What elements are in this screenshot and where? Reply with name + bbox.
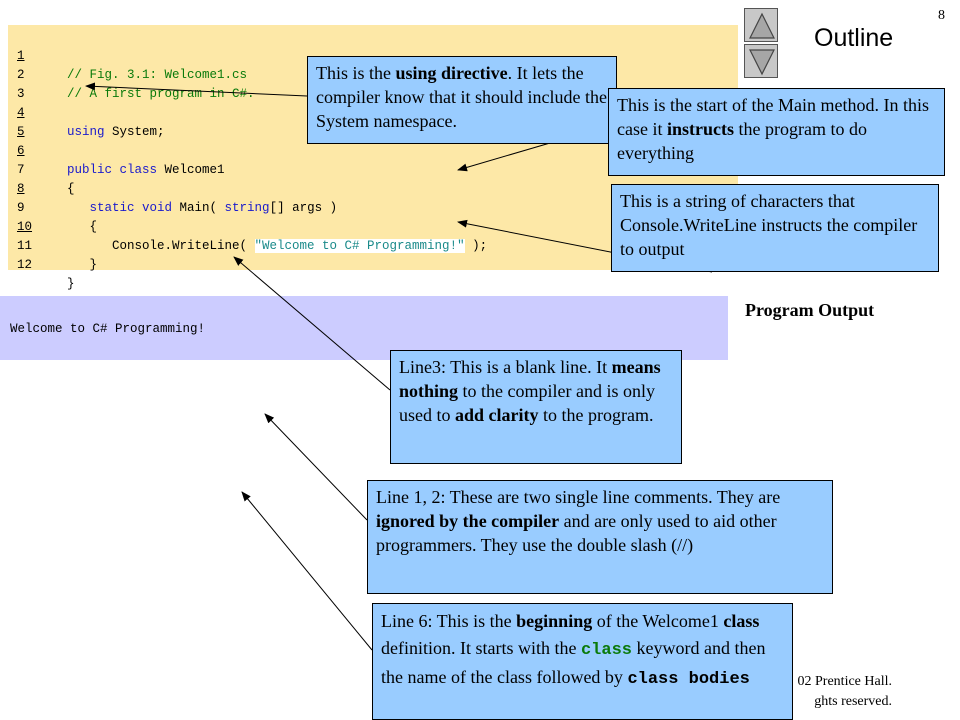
outline-title[interactable]: Outline [814,24,894,52]
callout-string: This is a string of characters that Cons… [611,184,939,272]
line-number: 12 [17,258,33,272]
triangle-up-icon [749,12,775,39]
callout-text: and are only used to aid other programme… [376,511,777,555]
code-line: 12 } [8,237,75,291]
line-number: 7 [17,163,25,177]
line-number[interactable]: 5 [17,125,25,139]
previous-slide-button[interactable] [744,8,778,42]
code-line: 3 [8,66,38,101]
line-number[interactable]: 4 [17,106,25,120]
line-number[interactable]: 8 [17,182,25,196]
callout-text: to the compiler and is only used to [399,381,655,425]
callout-text: Line3: This is a blank line. It [399,357,612,377]
program-output-label: Program Output [745,300,875,320]
code-keyword: public class [67,163,158,177]
code-line: 2 // A first program in C#. [8,47,255,101]
line-number: 3 [17,87,25,101]
callout-text: This is a string of characters that Cons… [620,191,918,259]
callout-line-3: Line3: This is a blank line. It means no… [390,350,682,464]
copyright-line-2: ghts reserved. [814,694,892,709]
program-output-text: Welcome to C# Programming! [10,322,206,336]
code-text: { [67,182,75,196]
line-number[interactable]: 6 [17,144,25,158]
code-text: static void Main( string[] args ) [67,199,338,218]
callout-text: Line 6: This is the [381,611,517,631]
code-line: 5 [8,104,38,139]
code-line: 6 public class Welcome1 [8,123,225,177]
arrow-line6 [241,491,373,651]
triangle-down-icon [749,49,775,76]
callout-text: of the Welcome1 [592,611,724,631]
code-text: } [67,258,98,272]
callout-bold-text: add clarity [455,405,539,425]
callout-bold-text: class [723,611,760,631]
callout-bold-text: instructs [666,119,734,139]
code-string: "Welcome to C# Programming!" [254,239,465,253]
code-line: 4 using System; [8,85,165,139]
code-text: // A first program in C#. [67,87,255,101]
callout-text: to the program. [538,405,654,425]
code-text-rest: [] args ) [269,201,338,215]
code-text-rest: Main( [172,201,225,215]
code-line: 1 // Fig. 3.1: Welcome1.cs [8,28,247,82]
code-text: } [67,277,75,291]
callout-using-directive: This is the using directive. It lets the… [307,56,617,144]
callout-bold-text: means nothing [399,357,661,401]
code-text-rest: System; [104,125,165,139]
line-number: 11 [17,239,33,253]
callout-text: . It lets the compiler know that it shou… [316,63,607,131]
arrow-line12 [264,413,368,521]
line-number[interactable]: 1 [17,49,25,63]
code-keyword: static void [89,201,173,215]
code-text-rest: Console.WriteLine( [67,239,255,253]
code-line: 7 { [8,142,75,196]
next-slide-button[interactable] [744,44,778,78]
callout-code-keyword: class [580,641,632,660]
code-text: public class Welcome1 [67,161,225,180]
code-keyword: using [67,125,105,139]
callout-text: This is the [316,63,396,83]
code-text: { [67,220,98,234]
callout-bold-text: ignored by the compiler [376,511,560,531]
code-line: 8 static void Main( string[] args ) [8,161,337,215]
code-text: Console.WriteLine( "Welcome to C# Progra… [67,237,487,256]
callout-text: definition. It starts with the [381,638,581,658]
copyright-line-1: 02 Prentice Hall. [797,674,892,689]
callout-text: the program to do everything [617,119,867,163]
code-text-rest: ); [464,239,488,253]
page-number: 8 [938,8,945,23]
line-number: 9 [17,201,25,215]
line-number: 2 [17,68,25,82]
code-line: 11 } [8,218,97,272]
callout-bold-text: using directive [395,63,508,83]
code-text: using System; [67,123,165,142]
code-text-rest: Welcome1 [157,163,225,177]
code-line: 9 { [8,180,97,234]
line-number[interactable]: 10 [17,220,33,234]
callout-line-1-2: Line 1, 2: These are two single line com… [367,480,833,594]
code-keyword: string [224,201,270,215]
callout-text: keyword and then the name of the class f… [381,638,766,687]
callout-code-text: class bodies [627,670,750,689]
callout-main-method: This is the start of the Main method. In… [608,88,945,176]
code-line: 10 Console.WriteLine( "Welcome to C# Pro… [8,199,487,253]
callout-text: This is the start of the Main method. In… [617,95,929,139]
callout-line-6: Line 6: This is the beginning of the Wel… [372,603,793,720]
callout-text: Line 1, 2: These are two single line com… [376,487,781,507]
callout-bold-text: beginning [516,611,593,631]
code-text: // Fig. 3.1: Welcome1.cs [67,68,248,82]
